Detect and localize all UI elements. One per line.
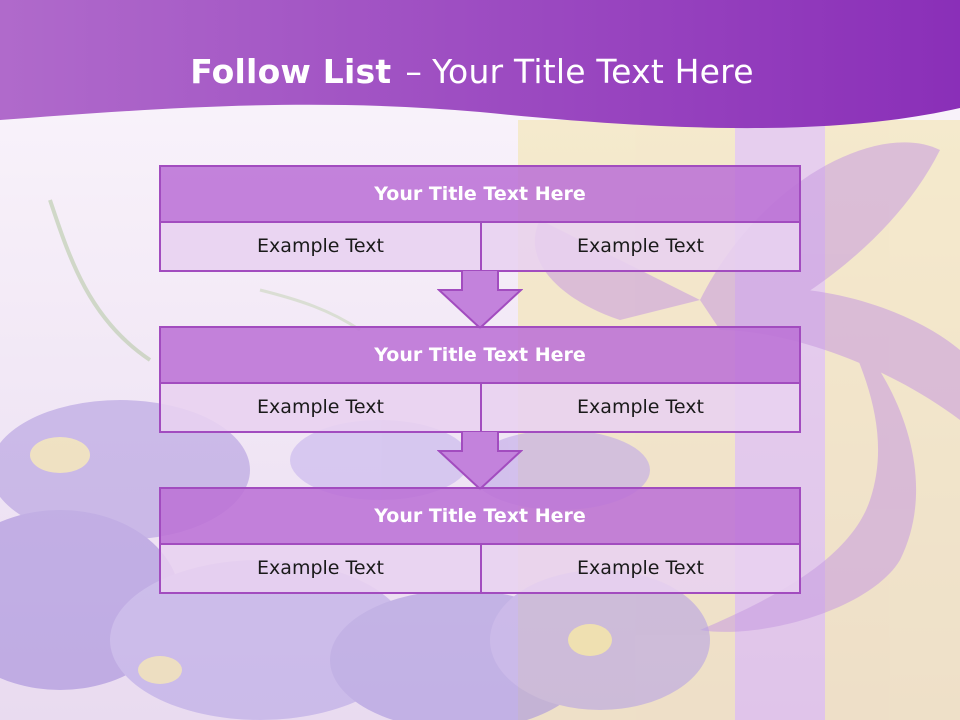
title-rest: Your Title Text Here — [432, 52, 754, 91]
block-right-text[interactable]: Example Text — [482, 223, 799, 270]
header-band — [0, 0, 960, 129]
block-left-text[interactable]: Example Text — [161, 545, 482, 592]
title-dash: – — [405, 52, 423, 91]
block-right-text[interactable]: Example Text — [482, 384, 799, 431]
down-arrow-icon — [437, 270, 523, 330]
block-left-text[interactable]: Example Text — [161, 384, 482, 431]
list-block-3[interactable]: Your Title Text Here Example Text Exampl… — [159, 487, 801, 594]
block-right-text[interactable]: Example Text — [482, 545, 799, 592]
list-block-2[interactable]: Your Title Text Here Example Text Exampl… — [159, 326, 801, 433]
down-arrow-icon — [437, 431, 523, 491]
block-left-text[interactable]: Example Text — [161, 223, 482, 270]
list-block-1[interactable]: Your Title Text Here Example Text Exampl… — [159, 165, 801, 272]
page-title: Follow List–Your Title Text Here — [0, 52, 944, 91]
block-title[interactable]: Your Title Text Here — [161, 167, 799, 223]
block-title[interactable]: Your Title Text Here — [161, 489, 799, 545]
title-bold-part: Follow List — [190, 52, 392, 91]
block-title[interactable]: Your Title Text Here — [161, 328, 799, 384]
